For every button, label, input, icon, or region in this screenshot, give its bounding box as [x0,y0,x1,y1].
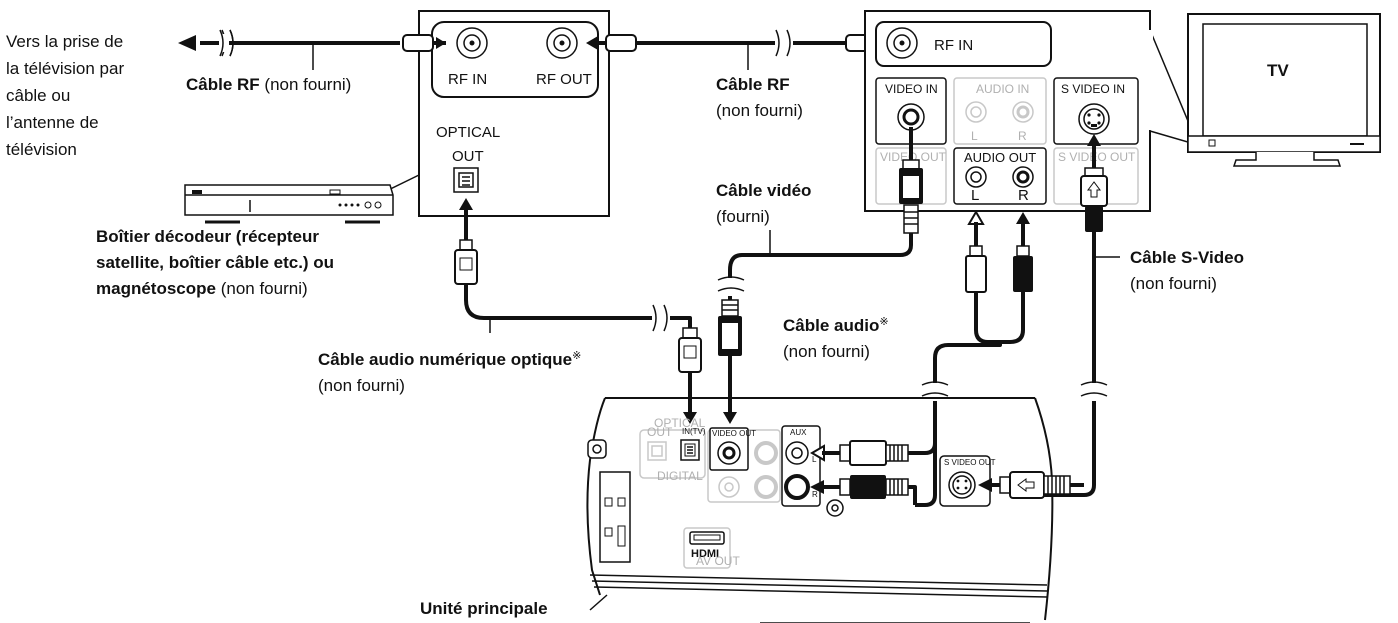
rf-cable-2-bold: Câble RF [716,75,790,94]
unit-digital: DIGITAL [657,469,703,483]
unit-aux: AUX [790,428,807,437]
audio-cable-rest: (non fourni) [783,342,870,361]
svg-text:Câble RF (non fourni): Câble RF (non fourni) [186,75,351,94]
vers-line-2: la télévision par [6,59,124,78]
unit-video-out: VIDEO OUT [712,429,756,438]
decoder-line-1: Boîtier décodeur (récepteur [96,227,319,246]
tv-set: TV [1187,13,1381,167]
decoder-label: Boîtier décodeur (récepteur satellite, b… [96,227,334,298]
tv-audio-out-r: R [1018,187,1029,204]
optical-asterisk: ※ [572,350,581,362]
tv-audio-in-r: R [1018,129,1027,143]
rf-cable-1-rest: (non fourni) [260,75,352,94]
optical-cable-bold: Câble audio numérique optique [318,350,572,369]
tv-label: TV [1267,61,1289,80]
tv-video-out: VIDEO OUT [880,150,947,164]
tv-s-video-out: S VIDEO OUT [1058,150,1136,164]
audio-cable-bold: Câble audio [783,316,879,335]
vers-line-4: l’antenne de [6,113,99,132]
vers-line-1: Vers la prise de [6,32,123,51]
optical-cable-rest: (non fourni) [318,376,405,395]
main-unit: OPTICAL OUT IN(TV) DIGITAL VIDEO OUT AUX… [586,397,1054,623]
s-video-unit-plug [978,471,1084,499]
main-unit-label: Unité principale [420,599,548,618]
rf-cable-decoder-tv [636,29,896,70]
decoder-device [184,174,420,224]
audio-cable [915,210,1033,507]
decoder-optical-out: OUT [452,148,484,165]
tv-rf-in: RF IN [934,37,973,54]
svg-text:Câble audio※: Câble audio※ [783,316,889,335]
video-cable-rest: (fourni) [716,207,770,226]
vers-line-3: câble ou [6,86,70,105]
vers-line-5: télévision [6,140,77,159]
aux-plugs [810,440,937,505]
tv-audio-out-l: L [971,187,979,204]
s-video-cable-rest: (non fourni) [1130,274,1217,293]
unit-optical: OPTICAL [654,416,706,430]
decoder-panel: RF IN RF OUT OPTICAL OUT [418,10,610,217]
unit-av-out: AV OUT [696,554,740,568]
decoder-line-3-rest: (non fourni) [216,279,308,298]
rf-cable-label-1: Câble RF (non fourni) [186,43,351,94]
decoder-rf-in: RF IN [448,71,487,88]
optical-cable [454,198,702,424]
video-cable-bold: Câble vidéo [716,181,811,200]
decoder-rf-plugs [402,34,637,52]
rf-cable-2-rest: (non fourni) [716,101,803,120]
left-arrow [178,29,400,57]
video-cable [717,127,923,424]
svg-text:magnétoscope (non fourni): magnétoscope (non fourni) [96,279,308,298]
tv-audio-in: AUDIO IN [976,82,1029,96]
decoder-line-2: satellite, boîtier câble etc.) ou [96,253,334,272]
unit-in-tv: IN(TV) [682,427,706,436]
unit-optical-out: OUT [647,425,673,439]
decoder-optical: OPTICAL [436,124,500,141]
decoder-line-3-bold: magnétoscope [96,279,216,298]
destination-label: Vers la prise de la télévision par câble… [6,32,124,159]
unit-aux-r: R [812,490,818,499]
unit-aux-l: L [812,455,817,464]
unit-hdmi: HDMI [691,548,719,560]
rf-cable-1-bold: Câble RF [186,75,260,94]
tv-audio-out: AUDIO OUT [964,150,1036,165]
decoder-rf-out: RF OUT [536,71,592,88]
s-video-cable [1040,134,1120,497]
s-video-cable-bold: Câble S-Video [1130,248,1244,267]
tv-s-video-in: S VIDEO IN [1061,82,1125,96]
unit-s-video-out: S VIDEO OUT [944,458,996,467]
svg-text:Câble audio numérique optique※: Câble audio numérique optique※ [318,350,581,369]
tv-video-in: VIDEO IN [885,82,938,96]
audio-asterisk: ※ [879,316,888,328]
tv-audio-in-l: L [971,129,978,143]
